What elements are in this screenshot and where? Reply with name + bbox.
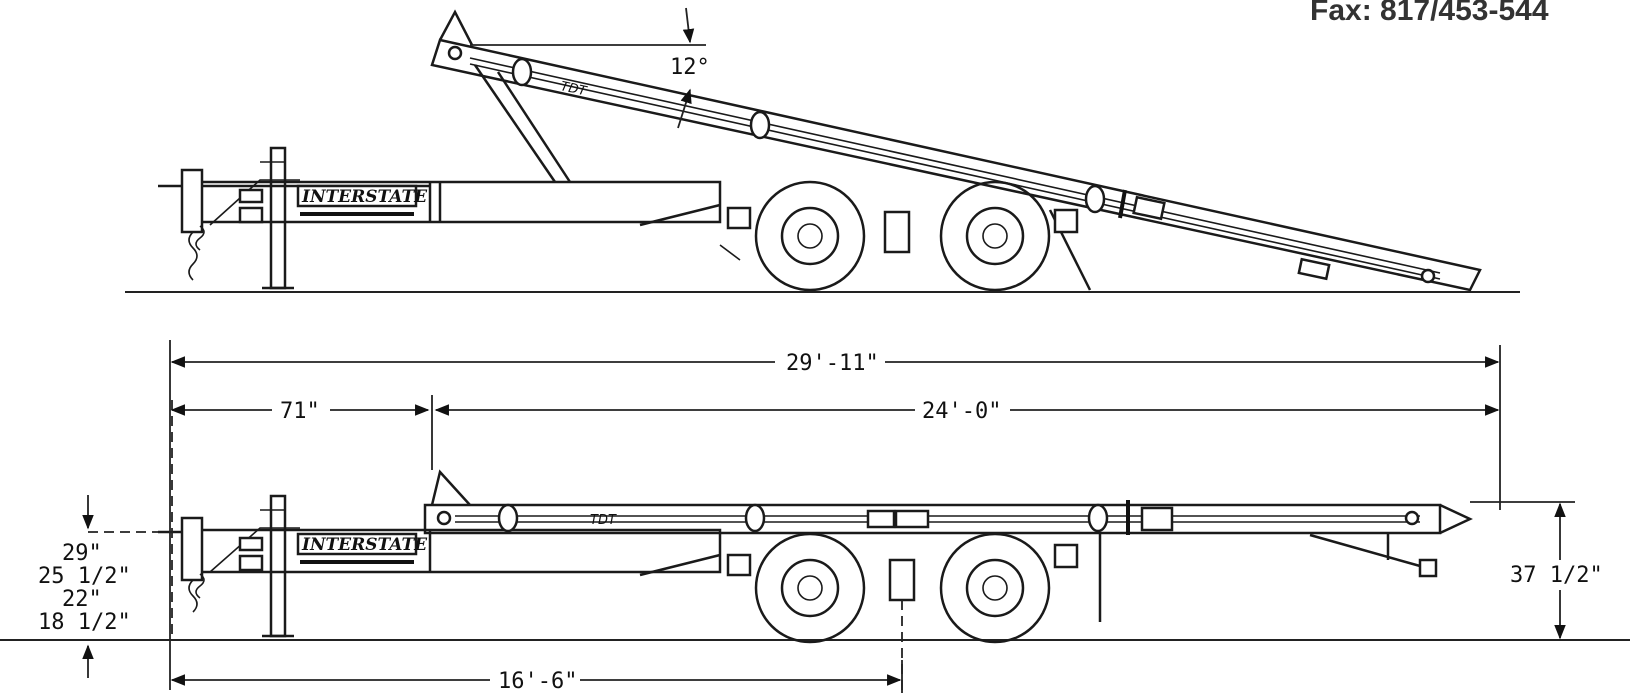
axle-distance-label: 16'-6" [498, 669, 577, 693]
level-deck: TDT [423, 469, 1473, 622]
tongue-length-label: 71" [280, 399, 320, 424]
tilted-trailer-view: INTERSTATE TDT [125, 7, 1520, 293]
wheels-top [719, 180, 1079, 292]
deck-height-label: 37 1/2" [1510, 563, 1603, 588]
main-frame-bottom: INTERSTATE [202, 527, 722, 577]
overall-length-dimension: 29'-11" [170, 351, 1500, 376]
hitch-height-22-label: 22" [62, 587, 102, 612]
tilt-angle-dimension: 12° [470, 7, 710, 129]
deck-length-label: 24'-0" [922, 399, 1001, 424]
hitch-height-25-label: 25 1/2" [38, 564, 131, 589]
deck-height-dimension: 37 1/2" [1510, 502, 1603, 640]
wheels-bottom [726, 532, 1079, 644]
main-frame-top: INTERSTATE [202, 179, 722, 227]
tongue-jack-bottom [260, 494, 294, 638]
model-label-bottom: TDT [590, 513, 617, 528]
brand-label-top: INTERSTATE [301, 187, 428, 207]
hitch-height-18-label: 18 1/2" [38, 610, 131, 635]
tilt-angle-label: 12° [670, 55, 710, 80]
fax-number-text: Fax: 817/453-544 [1310, 0, 1549, 27]
tongue-jack-top [260, 146, 294, 290]
deck-length-dimension: 24'-0" [434, 399, 1500, 424]
hitch-coupler-bottom [158, 516, 205, 613]
tongue-length-dimension: 71" [170, 399, 430, 424]
level-trailer-view: INTERSTATE TDT [0, 340, 1630, 693]
tilted-deck: TDT [430, 9, 1482, 292]
hitch-coupler-top [158, 168, 205, 281]
axle-distance-dimension: 16'-6" [170, 669, 902, 693]
hitch-height-dimension: 29" 25 1/2" 22" 18 1/2" [38, 495, 160, 678]
hitch-height-29-label: 29" [62, 541, 102, 566]
brand-label-bottom: INTERSTATE [301, 535, 428, 555]
model-label-top: TDT [559, 79, 588, 99]
overall-length-label: 29'-11" [786, 351, 879, 376]
